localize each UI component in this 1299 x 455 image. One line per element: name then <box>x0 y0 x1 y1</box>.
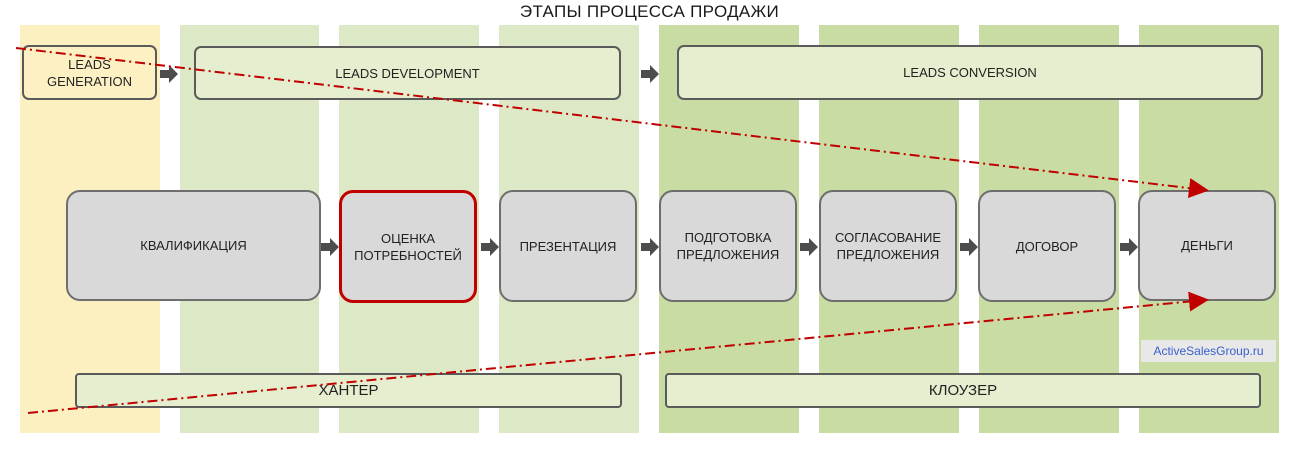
arrow-right-icon <box>321 238 339 256</box>
arrow-right-icon <box>800 238 818 256</box>
stage-leads-development: LEADS DEVELOPMENT <box>194 46 621 100</box>
role-hunter: ХАНТЕР <box>75 373 622 408</box>
stage-leads-generation: LEADS GENERATION <box>22 45 157 100</box>
arrow-right-icon <box>641 238 659 256</box>
step-qualification: КВАЛИФИКАЦИЯ <box>66 190 321 301</box>
step-contract: ДОГОВОР <box>978 190 1116 302</box>
watermark-label: ActiveSalesGroup.ru <box>1141 340 1276 362</box>
diagram-title: ЭТАПЫ ПРОЦЕССА ПРОДАЖИ <box>519 2 780 21</box>
step-proposal-preparation: ПОДГОТОВКА ПРЕДЛОЖЕНИЯ <box>659 190 797 302</box>
step-presentation: ПРЕЗЕНТАЦИЯ <box>499 190 637 302</box>
stage-leads-conversion: LEADS CONVERSION <box>677 45 1263 100</box>
arrow-right-icon <box>960 238 978 256</box>
arrow-right-icon <box>160 65 178 83</box>
role-closer: КЛОУЗЕР <box>665 373 1261 408</box>
arrow-right-icon <box>641 65 659 83</box>
arrow-right-icon <box>1120 238 1138 256</box>
step-proposal-agreement: СОГЛАСОВАНИЕ ПРЕДЛОЖЕНИЯ <box>819 190 957 302</box>
arrow-right-icon <box>481 238 499 256</box>
step-needs-assessment: ОЦЕНКА ПОТРЕБНОСТЕЙ <box>339 190 477 303</box>
step-money: ДЕНЬГИ <box>1138 190 1276 301</box>
